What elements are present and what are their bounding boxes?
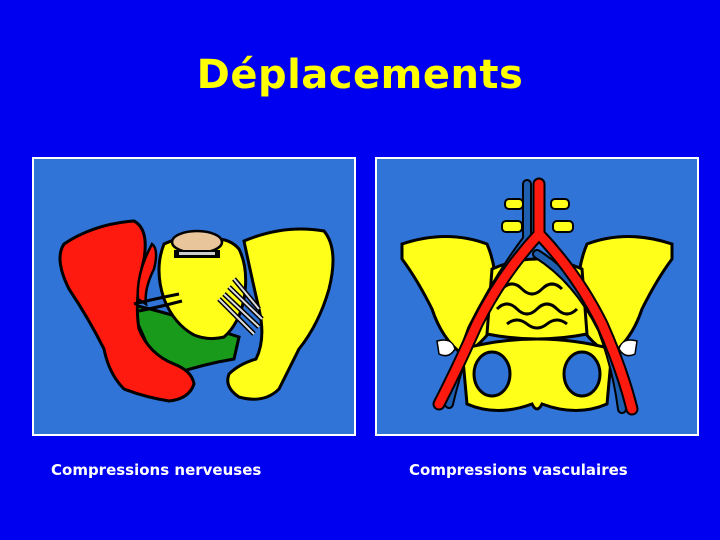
slide-title: Déplacements: [196, 52, 524, 98]
pelvis-vascular-illustration: [400, 177, 674, 416]
caption-vascular-compression: Compressions vasculaires: [409, 461, 628, 479]
figure-vascular-compression: [375, 157, 699, 436]
caption-nerve-compression: Compressions nerveuses: [51, 461, 262, 479]
pelvis-nerve-illustration: [58, 219, 335, 403]
figure-nerve-compression: [32, 157, 356, 436]
